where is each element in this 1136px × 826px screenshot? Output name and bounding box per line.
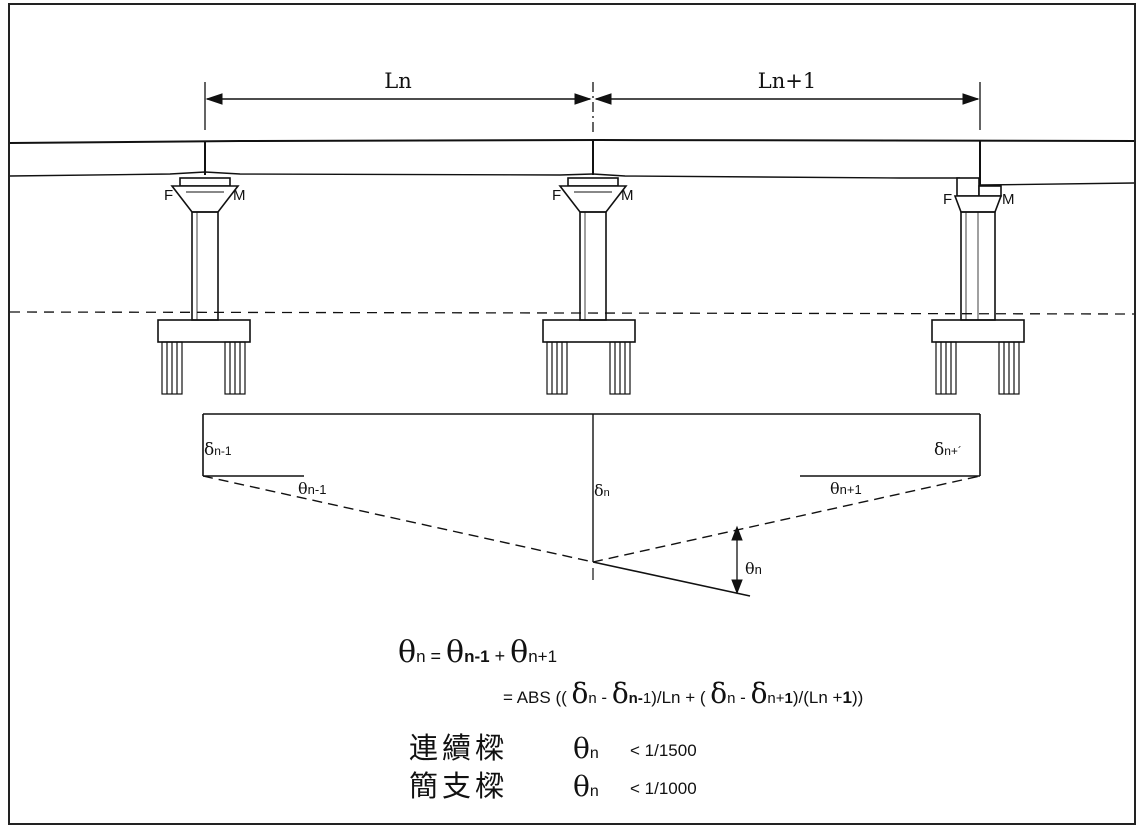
bearing-pad <box>567 177 619 187</box>
drawing-frame <box>8 3 1136 825</box>
pile-cap <box>157 319 251 343</box>
criterion-simple-theta: θn <box>573 770 599 803</box>
deflected-chord-right <box>592 475 981 563</box>
pier-3 <box>931 177 1025 395</box>
pier-cap <box>558 185 628 213</box>
arrowhead <box>205 93 223 105</box>
bearing-movable-label: M <box>621 187 634 204</box>
delta-n-minus-1-label: δn-1 <box>204 440 232 460</box>
pier-column <box>191 211 219 321</box>
bearing-pad <box>179 177 231 187</box>
span-dimensions <box>204 82 981 135</box>
formula-line-1: θn = θn-1 + θn+1 <box>398 635 557 670</box>
bearing-fixed-label: F <box>552 187 561 204</box>
delta-n-label: δn <box>594 481 610 500</box>
span-label-right: Ln+1 <box>758 69 816 93</box>
criterion-continuous-limit: < 1/1500 <box>630 741 697 760</box>
bearing-movable-label: M <box>1002 191 1015 208</box>
pier-2 <box>542 177 636 395</box>
pile-group <box>161 341 246 395</box>
bearing-fixed-label: F <box>943 191 952 208</box>
bearing-movable-label: M <box>233 187 246 204</box>
theta-n-plus-1-label: θn+1 <box>830 479 862 498</box>
theta-n-minus-1-label: θn-1 <box>298 479 326 498</box>
criterion-simple-limit: < 1/1000 <box>630 779 697 798</box>
pier-column <box>579 211 607 321</box>
delta-n-plus-1-label: δn+´ <box>934 440 962 460</box>
criterion-continuous-name: 連續樑 <box>409 731 508 765</box>
arrowhead <box>574 93 592 105</box>
deck-soffit-next-span <box>979 182 1135 186</box>
bearing-block <box>956 177 980 197</box>
deck-top-edge <box>9 138 1135 144</box>
bridge-deck <box>9 138 1135 186</box>
theta-n-label: θn <box>745 559 762 578</box>
span-label-left: Ln <box>384 69 411 93</box>
settlement-diagram <box>202 413 981 597</box>
arrowhead <box>594 93 612 105</box>
arrowhead <box>731 525 743 541</box>
arrowhead <box>962 93 980 105</box>
criterion-continuous-theta: θn <box>573 732 599 765</box>
deck-soffit-left-span <box>9 171 594 177</box>
pile-group <box>546 341 631 395</box>
ground-line <box>9 311 1135 315</box>
deflected-chord-left <box>202 475 594 563</box>
pile-cap <box>542 319 636 343</box>
bearing-block <box>978 185 1002 197</box>
arrowhead <box>731 579 743 595</box>
deck-soffit-right-span <box>592 173 960 179</box>
criterion-simple-name: 簡支樑 <box>409 769 508 803</box>
bearing-fixed-label: F <box>164 187 173 204</box>
pier-cap <box>170 185 240 213</box>
formula-line-2: = ABS (( δn - δn-1)/Ln + ( δn - δn+1)/(L… <box>503 677 863 710</box>
chord-extension <box>592 561 751 597</box>
pier-1 <box>157 177 251 395</box>
pile-cap <box>931 319 1025 343</box>
pier-cap <box>953 195 1003 213</box>
pile-group <box>935 341 1020 395</box>
